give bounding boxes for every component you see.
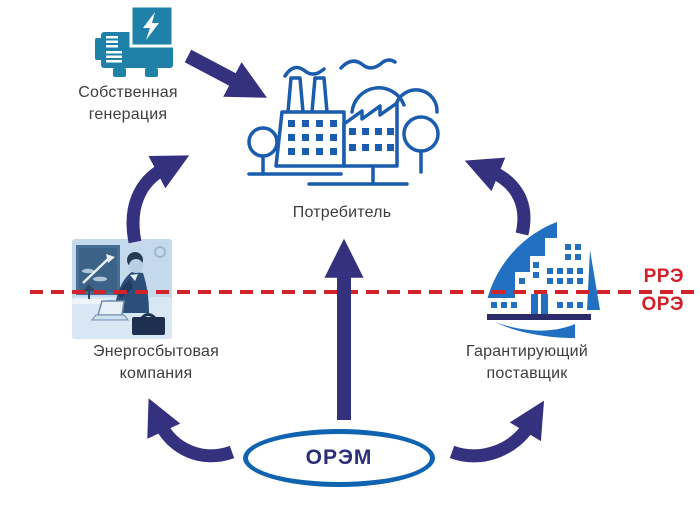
arrow-supplier-to-consumer (464, 157, 531, 236)
consumer-label: Потребитель (292, 204, 392, 221)
generator-icon (95, 4, 175, 77)
arrow-orem-to-sales (147, 398, 235, 463)
orem-label: ОРЭМ (305, 446, 373, 469)
arrow-generation-to-consumer (184, 49, 267, 98)
own-generation-label: Собственная генерация (78, 84, 178, 123)
market-divider-dashed-line (30, 290, 700, 294)
businessman-image (72, 239, 172, 339)
wholesale-market-label: ОРЭ (641, 294, 684, 315)
factory-icon (247, 58, 440, 186)
arrow-orem-to-consumer (324, 238, 364, 420)
retail-market-label: РРЭ (643, 266, 684, 287)
sales-company-label: Энергосбытовая компания (93, 343, 219, 382)
guaranteeing-supplier-label: Гарантирующий поставщик (466, 343, 588, 382)
orem-node: ОРЭМ (243, 429, 435, 487)
arrow-orem-to-supplier (449, 400, 545, 463)
arrow-sales-to-consumer (126, 155, 190, 244)
